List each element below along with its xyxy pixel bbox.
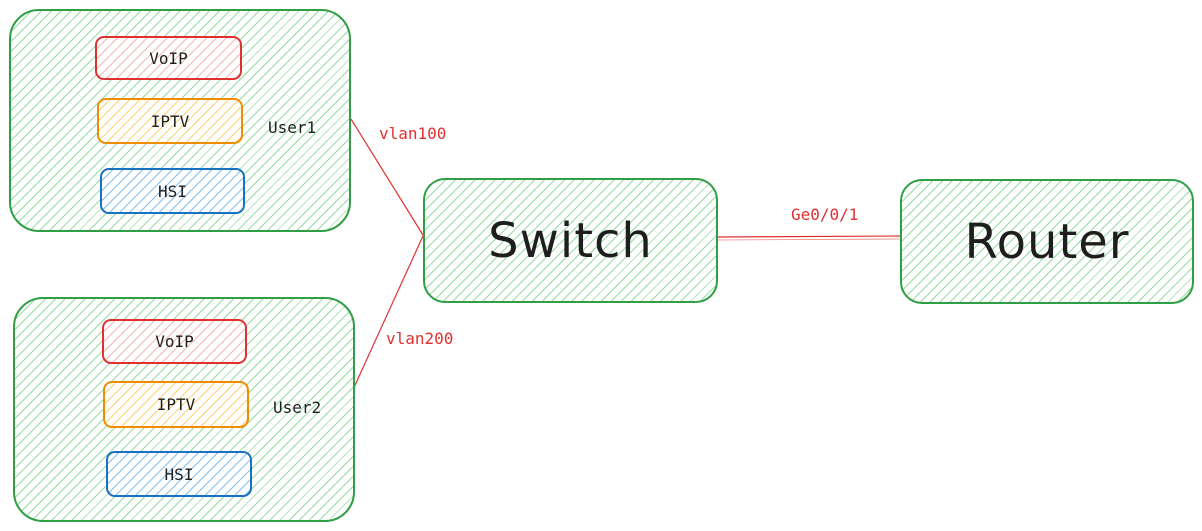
user1-iptv-service[interactable]: IPTV [97, 98, 243, 144]
link-user1-switch [350, 118, 424, 236]
user1-label: User1 [268, 118, 317, 137]
vlan200-label: vlan200 [386, 329, 454, 348]
user2-voip-service[interactable]: VoIP [102, 319, 247, 364]
switch-label: Switch [488, 212, 653, 269]
service-label: HSI [164, 464, 194, 484]
service-label: IPTV [150, 111, 190, 131]
service-label: IPTV [156, 395, 196, 414]
user1-hsi-service[interactable]: HSI [100, 168, 245, 214]
vlan100-label: vlan100 [379, 124, 447, 143]
link-switch-router-shadow [717, 238, 901, 241]
link-user2-switch [350, 235, 424, 395]
router-node[interactable]: Router [900, 179, 1194, 304]
service-label: HSI [158, 181, 187, 201]
router-label: Router [964, 213, 1130, 270]
user2-label: User2 [273, 398, 322, 417]
user1-voip-service[interactable]: VoIP [95, 36, 242, 80]
user2-hsi-service[interactable]: HSI [106, 451, 252, 497]
user2-iptv-service[interactable]: IPTV [103, 381, 249, 428]
switch-node[interactable]: Switch [423, 178, 718, 303]
link-switch-router [717, 235, 901, 238]
service-label: VoIP [155, 332, 194, 351]
ge0-0-1-label: Ge0/0/1 [791, 205, 859, 224]
service-label: VoIP [149, 48, 188, 68]
